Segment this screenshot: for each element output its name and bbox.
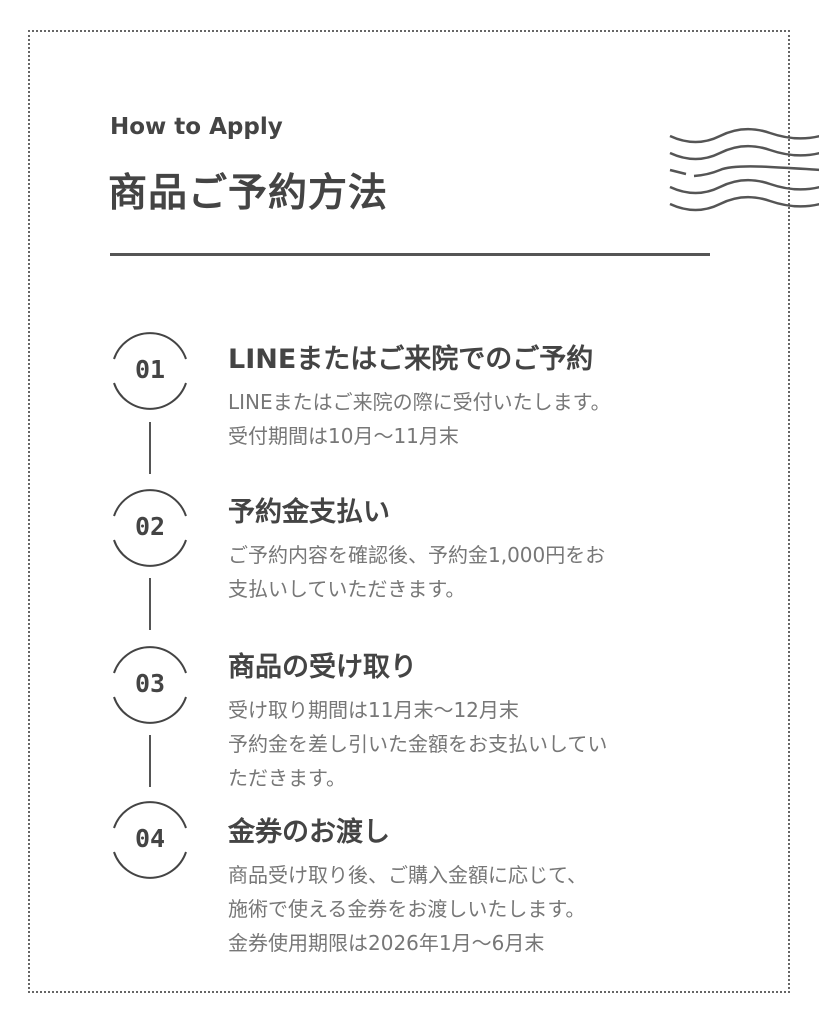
step-connector xyxy=(149,578,151,630)
description-line: 受付期間は10月～11月末 xyxy=(228,424,459,448)
step-heading: 商品の受け取り xyxy=(228,652,417,683)
description-line: 施術で使える金券をお渡しいたします。 xyxy=(228,897,586,921)
step-connector xyxy=(149,735,151,787)
step-description: ご予約内容を確認後、予約金1,000円をお支払いしていただきます。 xyxy=(228,538,605,606)
step-circle-icon xyxy=(113,801,187,879)
step-heading: 予約金支払い xyxy=(228,497,390,528)
step-circle-icon xyxy=(113,332,187,410)
step-connector xyxy=(149,422,151,474)
step-description: LINEまたはご来院の際に受付いたします。受付期間は10月～11月末 xyxy=(228,385,611,453)
page-title: 商品ご予約方法 xyxy=(108,171,389,216)
step-number: 04 xyxy=(134,824,166,853)
description-line: 金券使用期限は2026年1月～6月末 xyxy=(228,931,545,955)
description-line: LINEまたはご来院の際に受付いたします。 xyxy=(228,390,611,414)
description-line: 支払いしていただきます。 xyxy=(228,577,466,601)
step-circle-icon xyxy=(113,646,187,724)
step-number: 03 xyxy=(134,669,166,698)
dotted-frame xyxy=(28,30,790,993)
title-divider xyxy=(110,253,710,256)
step-description: 受け取り期間は11月末～12月末予約金を差し引いた金額をお支払いしていただきます… xyxy=(228,693,607,795)
description-line: ご予約内容を確認後、予約金1,000円をお xyxy=(228,543,606,567)
step-description: 商品受け取り後、ご購入金額に応じて、施術で使える金券をお渡しいたします。金券使用… xyxy=(228,858,587,960)
step-number: 02 xyxy=(134,512,166,541)
step-heading: LINEまたはご来院でのご予約 xyxy=(228,344,594,375)
postmark-waves-icon xyxy=(669,127,819,212)
step-heading: 金券のお渡し xyxy=(228,817,390,848)
description-line: 予約金を差し引いた金額をお支払いしてい xyxy=(228,732,608,756)
step-circle-icon xyxy=(113,489,187,567)
description-line: 商品受け取り後、ご購入金額に応じて、 xyxy=(228,863,587,887)
section-eyebrow: How to Apply xyxy=(110,114,283,140)
description-line: 受け取り期間は11月末～12月末 xyxy=(228,698,519,722)
step-number: 01 xyxy=(134,355,166,384)
description-line: ただきます。 xyxy=(228,766,346,790)
